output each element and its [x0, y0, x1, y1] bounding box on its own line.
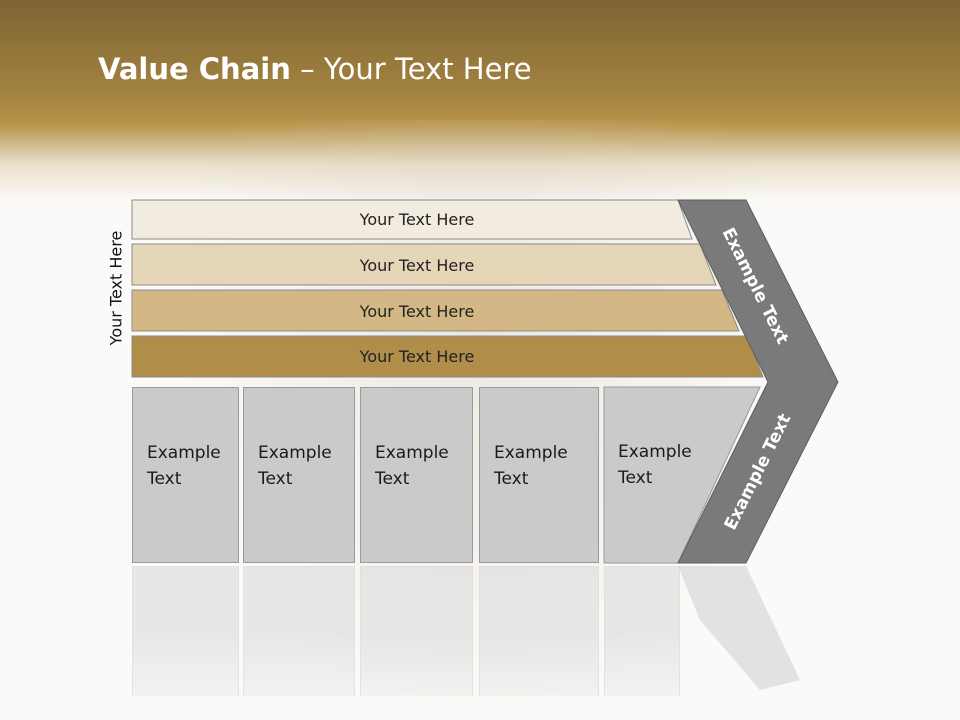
chevron-upper-label: Example Text	[718, 225, 793, 348]
band-1-label: Your Text Here	[359, 209, 475, 229]
cell-1-line2: Text	[147, 469, 182, 489]
band-3-label: Your Text Here	[359, 301, 475, 321]
band-shape-3	[131, 289, 740, 332]
title-rest: – Your Text Here	[290, 52, 532, 86]
cell-4-line1: Example	[494, 443, 568, 463]
band-4-label: Your Text Here	[359, 346, 475, 366]
cell-5-line1: Example	[618, 442, 692, 462]
chevron-shape	[677, 199, 839, 564]
cell-3-line1: Example	[375, 443, 449, 463]
cell-4-line2: Text	[494, 469, 529, 489]
cell-3-line2: Text	[375, 469, 410, 489]
chevron-reflection	[678, 566, 800, 690]
band-shape-1	[131, 199, 693, 240]
cell-5-line2: Text	[618, 468, 653, 488]
chevron-lower-label: Example Text	[721, 411, 796, 534]
band-shape-2	[131, 243, 717, 286]
cell-1-line1: Example	[147, 443, 221, 463]
cell-2-line2: Text	[258, 469, 293, 489]
band-2-label: Your Text Here	[359, 255, 475, 275]
band-shape-4	[131, 335, 764, 378]
title-bold: Value Chain	[98, 52, 291, 86]
header-background	[0, 0, 960, 200]
page-title: Value Chain – Your Text Here	[98, 52, 532, 86]
cell-2-line1: Example	[258, 443, 332, 463]
